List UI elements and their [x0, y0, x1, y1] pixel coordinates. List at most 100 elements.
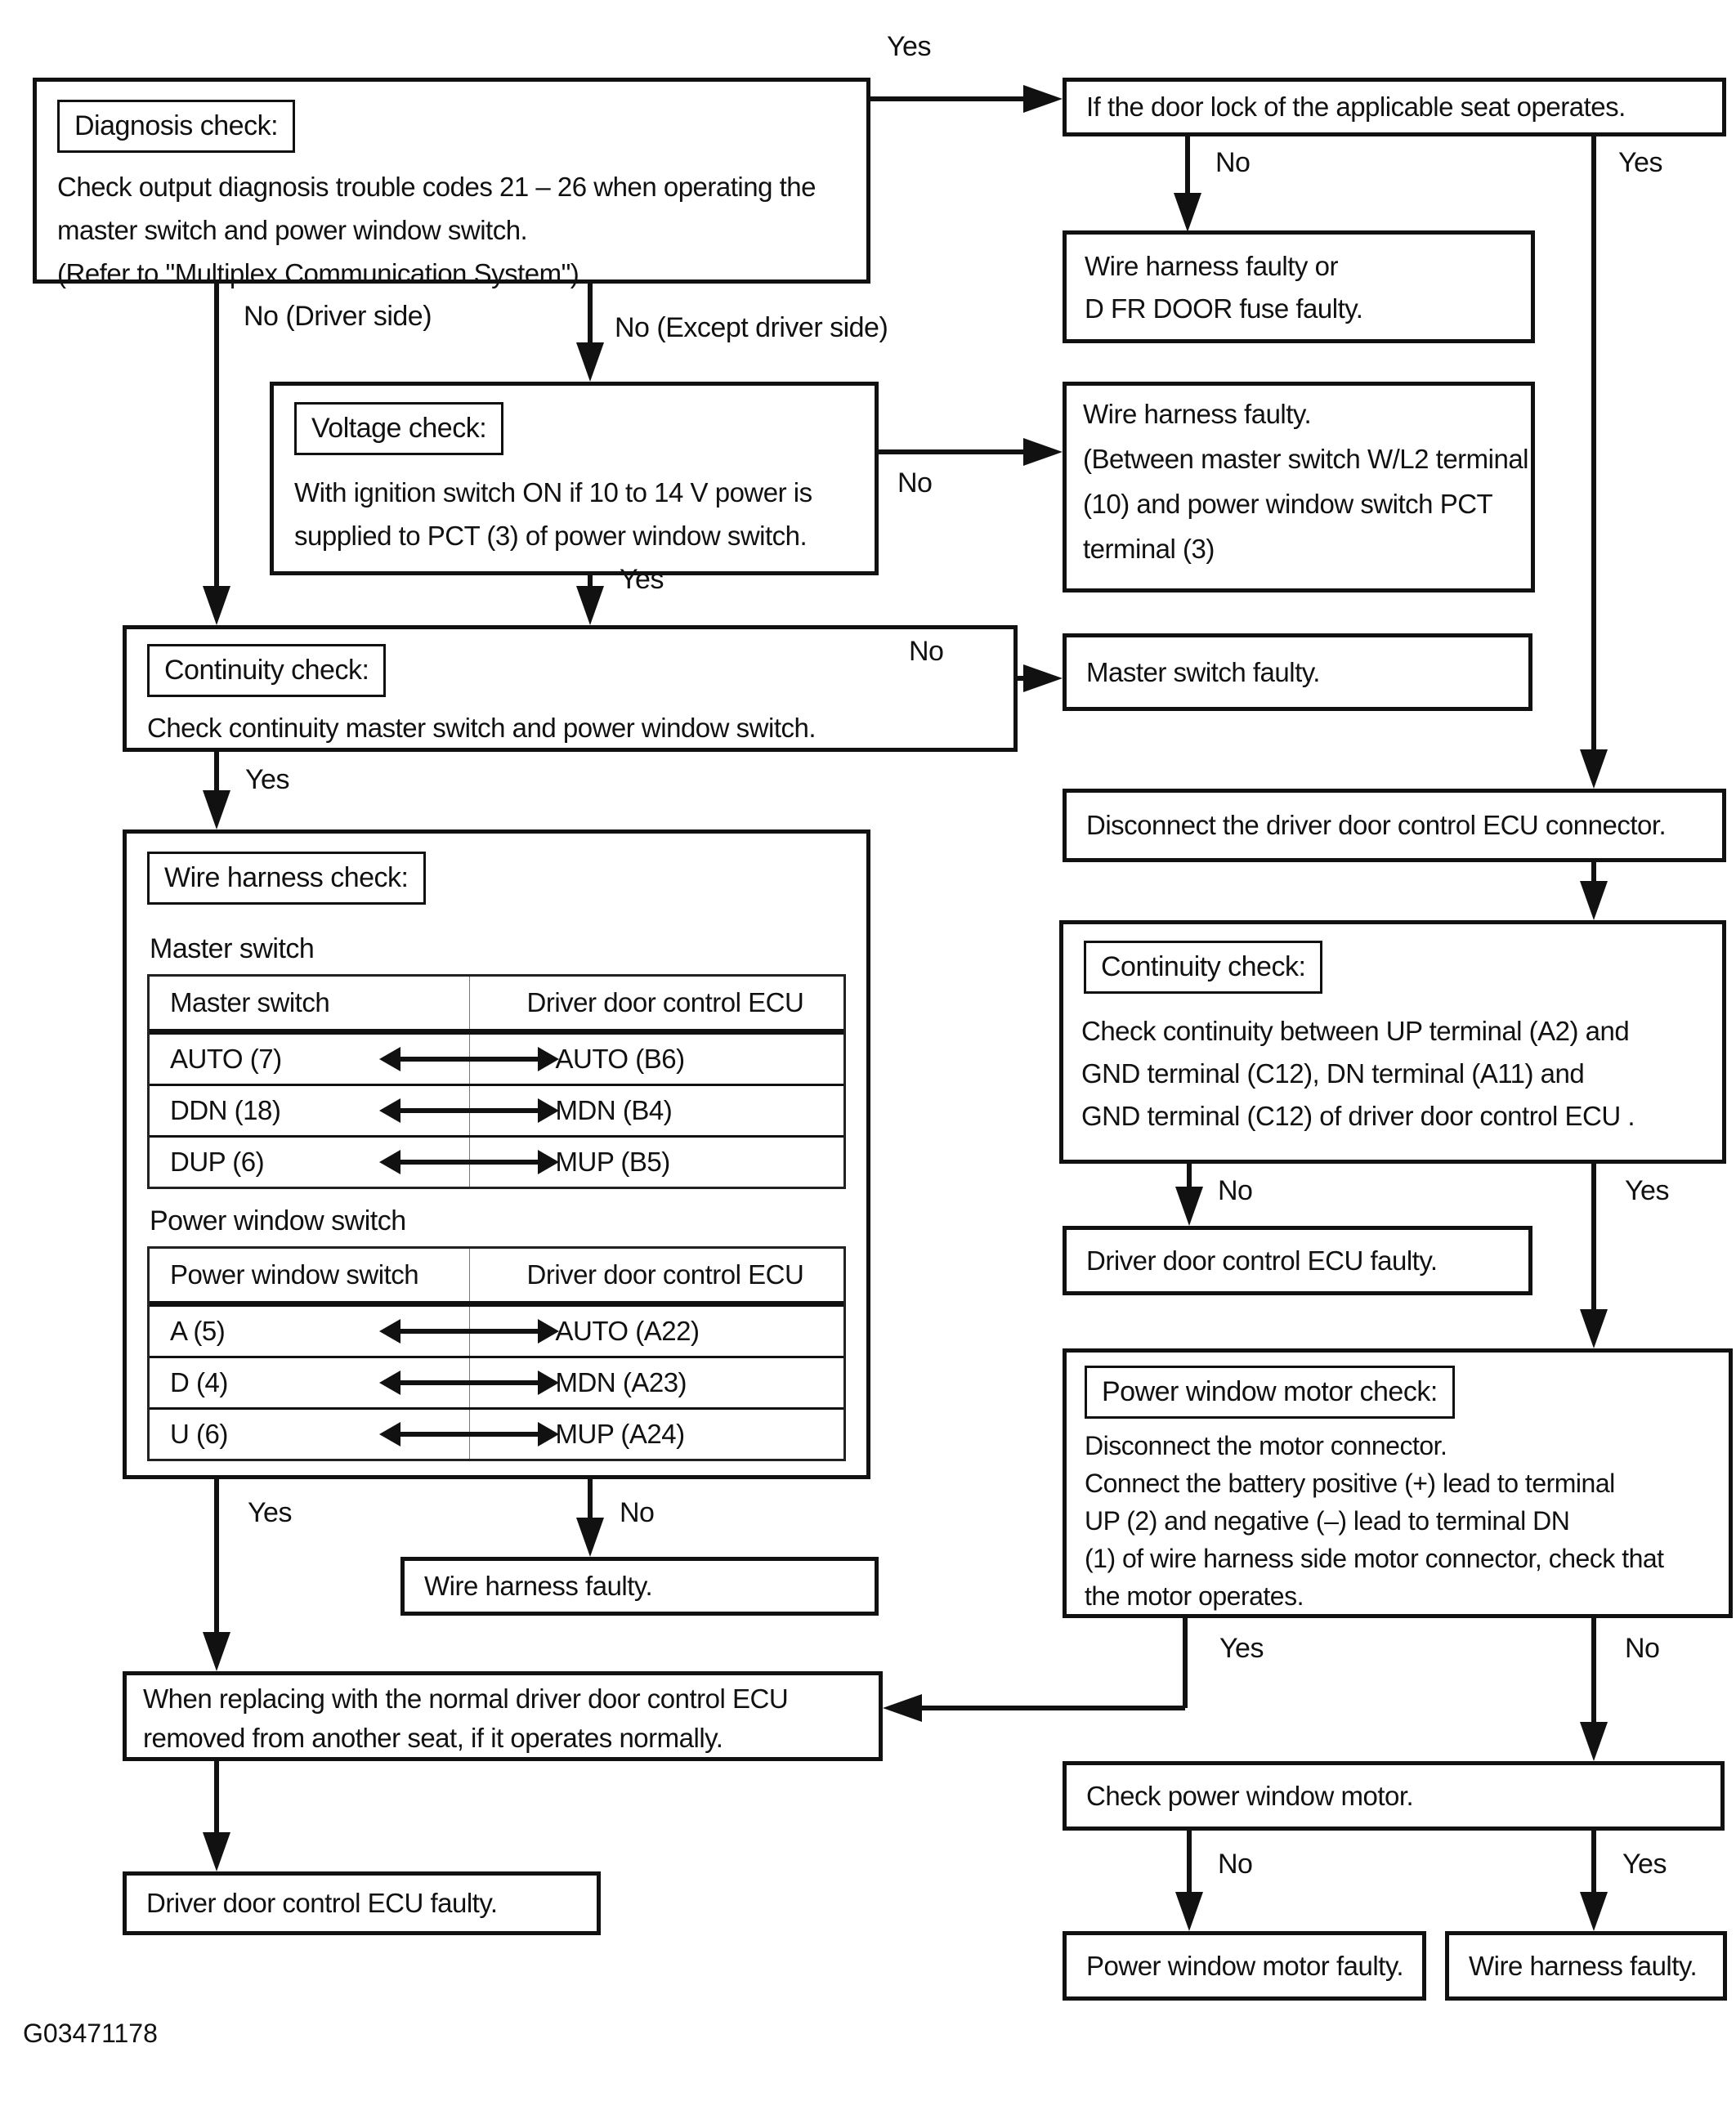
- voltage-check-title: Voltage check:: [294, 402, 504, 455]
- continuity-check-line: Check continuity master switch and power…: [147, 713, 817, 743]
- edge-label-no: No: [1625, 1633, 1660, 1664]
- arrowhead-down-icon: [1580, 1309, 1608, 1348]
- arrowhead-down-icon: [1580, 881, 1608, 920]
- diagnosis-check-line: (Refer to "Multiplex Communication Syste…: [57, 258, 579, 288]
- edge-label-yes: Yes: [1219, 1633, 1264, 1664]
- table-cell: DDN (18): [170, 1095, 281, 1125]
- connector-line: [879, 449, 1025, 454]
- double-arrow-icon: [378, 1370, 559, 1395]
- edge-label-no: No: [1215, 147, 1251, 178]
- edge-label-no-driver-side: No (Driver side): [244, 301, 432, 332]
- continuity-check-2-box: Continuity check: Check continuity betwe…: [1059, 920, 1726, 1164]
- arrowhead-down-icon: [1580, 1722, 1608, 1761]
- edge-label-no: No: [1218, 1175, 1253, 1206]
- table-cell: AUTO (B6): [468, 1035, 843, 1084]
- continuity-check-2-line: GND terminal (C12), DN terminal (A11) an…: [1081, 1058, 1585, 1089]
- double-arrow-icon: [378, 1422, 559, 1446]
- table-cell: MUP (A24): [468, 1410, 843, 1459]
- edge-label-yes: Yes: [1622, 1849, 1667, 1880]
- table-row: U (6) MUP (A24): [150, 1407, 843, 1459]
- connector-line: [214, 284, 219, 592]
- connector-line: [1591, 136, 1596, 755]
- harness-faulty-mid-box: Wire harness faulty.: [400, 1557, 879, 1616]
- edge-label-no: No: [909, 636, 944, 667]
- diagnosis-check-title: Diagnosis check:: [57, 100, 296, 153]
- harness-or-fuse-line: Wire harness faulty or: [1085, 251, 1338, 281]
- diagnosis-check-line: master switch and power window switch.: [57, 215, 528, 245]
- table-cell: MUP (B5): [468, 1138, 843, 1187]
- connector-line: [919, 1706, 1185, 1710]
- check-motor-text: Check power window motor.: [1086, 1780, 1414, 1811]
- table-cell: D (4): [170, 1367, 228, 1397]
- arrowhead-down-icon: [576, 342, 604, 382]
- arrowhead-down-icon: [203, 586, 230, 625]
- master-switch-subtitle: Master switch: [150, 933, 315, 964]
- continuity-check-2-title: Continuity check:: [1084, 941, 1323, 994]
- connector-line: [1018, 676, 1027, 681]
- connector-line: [214, 1479, 219, 1637]
- voltage-check-line: supplied to PCT (3) of power window swit…: [294, 521, 808, 551]
- arrowhead-down-icon: [1580, 1892, 1608, 1931]
- when-replacing-box: When replacing with the normal driver do…: [123, 1671, 883, 1761]
- motor-check-line: Connect the battery positive (+) lead to…: [1085, 1469, 1615, 1498]
- connector-line: [1591, 1618, 1596, 1727]
- harness-faulty-bottom-text: Wire harness faulty.: [1469, 1950, 1698, 1981]
- connector-line: [588, 284, 593, 347]
- table-cell: MDN (B4): [468, 1086, 843, 1135]
- wire-harness-check-title: Wire harness check:: [147, 852, 426, 905]
- edge-label-yes: Yes: [1618, 147, 1662, 178]
- arrowhead-down-icon: [203, 1632, 230, 1671]
- harness-faulty-bottom-box: Wire harness faulty.: [1445, 1931, 1727, 2001]
- diagnosis-check-line: Check output diagnosis trouble codes 21 …: [57, 172, 817, 202]
- arrowhead-down-icon: [576, 1518, 604, 1557]
- ecu-faulty-right-box: Driver door control ECU faulty.: [1063, 1226, 1532, 1295]
- edge-label-yes: Yes: [1625, 1175, 1669, 1206]
- double-arrow-icon: [378, 1150, 559, 1174]
- connector-line: [1591, 862, 1596, 886]
- check-motor-box: Check power window motor.: [1063, 1761, 1725, 1831]
- connector-line: [588, 1479, 593, 1522]
- voltage-check-line: With ignition switch ON if 10 to 14 V po…: [294, 477, 812, 507]
- power-window-switch-table: Power window switch Driver door control …: [147, 1246, 846, 1461]
- continuity-check-2-line: GND terminal (C12) of driver door contro…: [1081, 1101, 1635, 1131]
- connector-line: [870, 96, 1028, 101]
- diagnosis-check-box: Diagnosis check: Check output diagnosis …: [33, 78, 870, 288]
- table-row: D (4) MDN (A23): [150, 1356, 843, 1407]
- motor-check-box: Power window motor check: Disconnect the…: [1063, 1348, 1733, 1618]
- master-switch-table: Master switch Driver door control ECU AU…: [147, 974, 846, 1189]
- table-header-cell: Driver door control ECU: [468, 1249, 843, 1301]
- connector-line: [588, 575, 593, 593]
- disconnect-ecu-box: Disconnect the driver door control ECU c…: [1063, 789, 1726, 862]
- arrowhead-right-icon: [1023, 438, 1063, 466]
- arrowhead-right-icon: [1023, 664, 1063, 692]
- edge-label-yes: Yes: [620, 564, 664, 595]
- table-row: A (5) AUTO (A22): [150, 1304, 843, 1356]
- arrowhead-down-icon: [203, 1832, 230, 1871]
- harness-between-faulty-box: Wire harness faulty. (Between master swi…: [1063, 382, 1535, 592]
- motor-faulty-text: Power window motor faulty.: [1086, 1950, 1404, 1981]
- table-header-cell: Master switch: [170, 987, 330, 1017]
- arrowhead-right-icon: [1023, 85, 1063, 113]
- harness-between-line: terminal (3): [1083, 534, 1215, 564]
- connector-line: [1187, 1164, 1192, 1192]
- arrowhead-down-icon: [576, 586, 604, 625]
- motor-check-title: Power window motor check:: [1085, 1366, 1455, 1419]
- ecu-faulty-right-text: Driver door control ECU faulty.: [1086, 1245, 1438, 1276]
- arrowhead-down-icon: [1580, 749, 1608, 789]
- table-header-cell: Driver door control ECU: [468, 977, 843, 1029]
- table-row: AUTO (7) AUTO (B6): [150, 1032, 843, 1084]
- harness-between-line: (Between master switch W/L2 terminal: [1083, 444, 1529, 474]
- double-arrow-icon: [378, 1047, 559, 1071]
- master-switch-faulty-text: Master switch faulty.: [1086, 656, 1320, 687]
- connector-line: [214, 1761, 219, 1837]
- power-window-switch-subtitle: Power window switch: [150, 1205, 406, 1236]
- connector-line: [1183, 1618, 1188, 1708]
- motor-check-line: Disconnect the motor connector.: [1085, 1431, 1447, 1460]
- double-arrow-icon: [378, 1319, 559, 1344]
- ecu-faulty-left-box: Driver door control ECU faulty.: [123, 1871, 601, 1935]
- table-cell: AUTO (7): [170, 1044, 282, 1074]
- edge-label-yes: Yes: [248, 1497, 292, 1528]
- table-cell: A (5): [170, 1316, 226, 1346]
- arrowhead-down-icon: [1175, 1187, 1203, 1226]
